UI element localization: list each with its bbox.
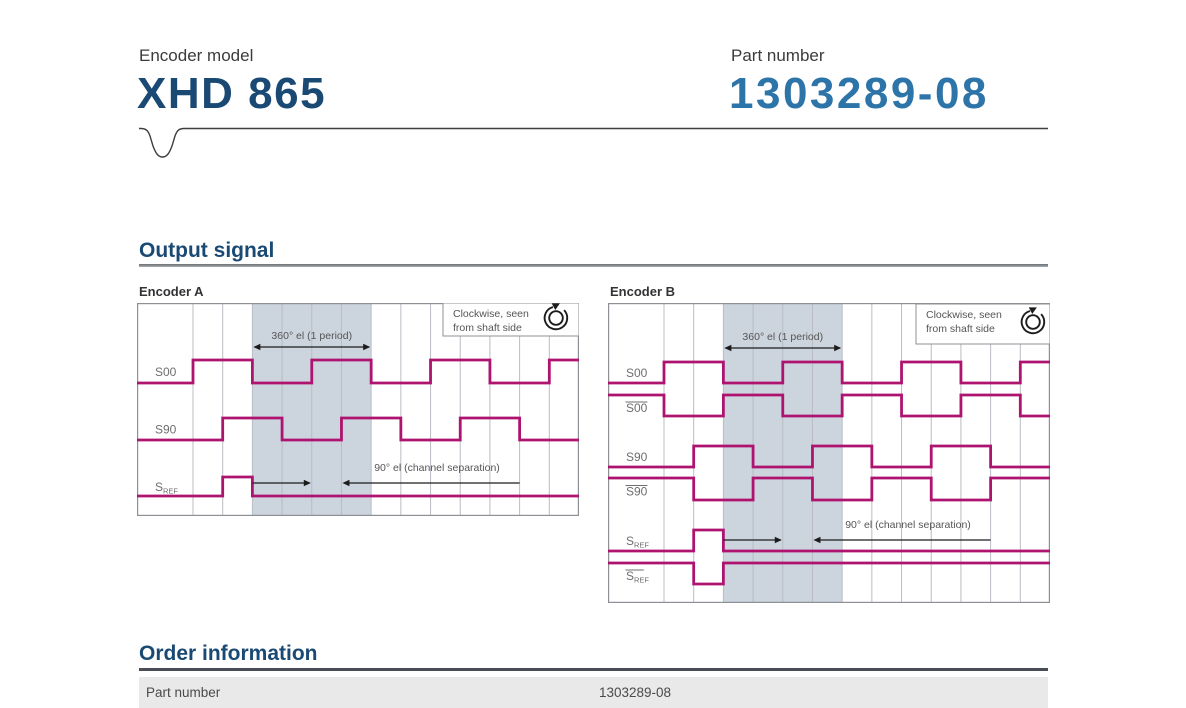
encoder-model-value: XHD 865 xyxy=(137,69,327,118)
signal-label-s90-inverted: S90 xyxy=(626,485,648,499)
arrowhead-icon xyxy=(303,479,311,487)
period-dimension: 360° el (1 period) xyxy=(724,331,842,352)
order-row-value: 1303289-08 xyxy=(599,685,672,700)
clockwise-note-box: Clockwise, seen from shaft side xyxy=(915,303,1051,345)
signal-trace-sref xyxy=(608,528,1050,553)
signal-trace-s00-inverted xyxy=(608,393,1050,418)
output-signal-title: Output signal xyxy=(139,239,275,262)
arrowhead-icon xyxy=(363,343,371,351)
signal-trace-sref-inverted xyxy=(608,561,1050,586)
signal-label-s90: S90 xyxy=(626,450,648,464)
arrowhead-icon xyxy=(813,536,821,544)
order-information-rule xyxy=(139,668,1048,671)
signal-label-s00: S00 xyxy=(626,366,648,380)
signal-trace-sref xyxy=(137,475,579,498)
output-signal-rule xyxy=(139,264,1048,267)
part-number-value: 1303289-08 xyxy=(729,69,989,118)
arrowhead-icon xyxy=(774,536,782,544)
clockwise-note-line1: Clockwise, seen xyxy=(926,309,1002,321)
diagram-border xyxy=(608,303,1050,603)
arrowhead-icon xyxy=(342,479,350,487)
arrowhead-icon xyxy=(834,344,842,352)
clockwise-rotation-icon xyxy=(543,303,569,331)
order-row-label: Part number xyxy=(146,685,221,700)
clockwise-rotation-icon xyxy=(1020,307,1046,335)
part-number-label: Part number xyxy=(731,46,825,65)
separation-label: 90° el (channel separation) xyxy=(374,462,500,474)
period-label: 360° el (1 period) xyxy=(271,330,352,342)
encoder-a-title: Encoder A xyxy=(139,284,204,299)
period-dimension: 360° el (1 period) xyxy=(253,330,371,351)
arrowhead-icon xyxy=(253,343,261,351)
signal-trace-s90 xyxy=(608,444,1050,469)
clockwise-note-line2: from shaft side xyxy=(926,323,995,335)
clockwise-note-box: Clockwise, seen from shaft side xyxy=(442,302,580,337)
signal-label-sref-inverted: SREF xyxy=(626,569,649,585)
separation-dimension: 90° el (channel separation) xyxy=(723,519,991,544)
clockwise-note-line1: Clockwise, seen xyxy=(453,308,529,320)
encoder-b-title: Encoder B xyxy=(610,284,676,299)
period-label: 360° el (1 period) xyxy=(742,331,823,343)
signal-label-sref: SREF xyxy=(626,534,649,550)
separation-label: 90° el (channel separation) xyxy=(845,519,971,531)
separation-dimension: 90° el (channel separation) xyxy=(252,462,520,487)
diagram-border xyxy=(137,303,579,517)
header-rule-with-notch xyxy=(139,127,1048,158)
order-information-title: Order information xyxy=(139,642,318,665)
signal-label-s90: S90 xyxy=(155,423,177,437)
signal-trace-s90 xyxy=(137,416,579,442)
encoder-b-timing-diagram: 360° el (1 period) 90° el (channel separa… xyxy=(608,303,1051,608)
order-table-row: Part number 1303289-08 xyxy=(139,677,1048,708)
encoder-a-timing-diagram: 360° el (1 period) 90° el (channel separa… xyxy=(137,302,580,521)
signal-label-s00-inverted: S00 xyxy=(626,401,648,415)
signal-trace-s90-inverted xyxy=(608,476,1050,502)
signal-label-s00: S00 xyxy=(155,365,177,379)
signal-label-sref: SREF xyxy=(155,480,178,496)
clockwise-note-line2: from shaft side xyxy=(453,322,522,334)
signal-trace-s00 xyxy=(608,360,1050,385)
encoder-model-label: Encoder model xyxy=(139,46,254,65)
arrowhead-icon xyxy=(724,344,732,352)
signal-trace-s00 xyxy=(137,358,579,385)
